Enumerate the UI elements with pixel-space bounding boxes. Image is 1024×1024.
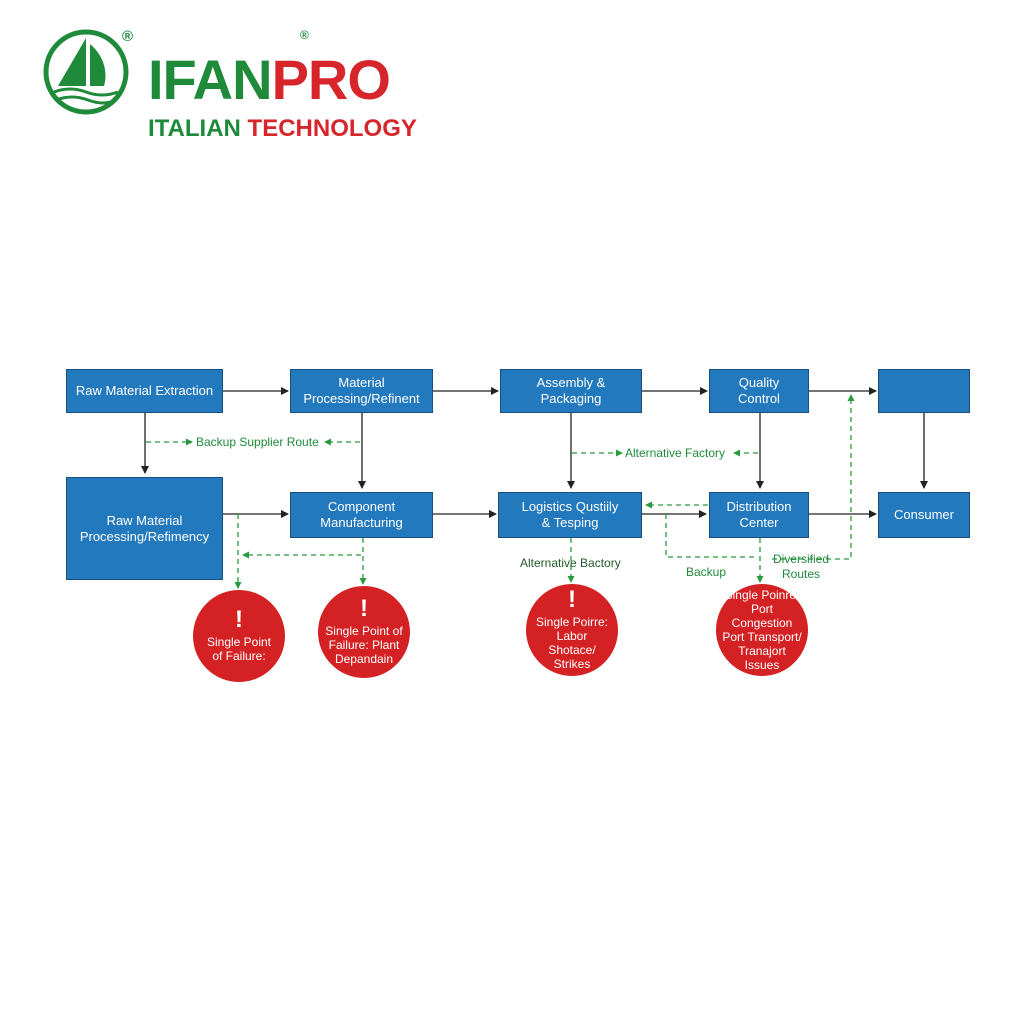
node-assembly-packaging: Assembly & Packaging <box>500 369 642 413</box>
brand-tagline: ITALIAN TECHNOLOGY <box>148 116 417 142</box>
label-backup-supplier-route: Backup Supplier Route <box>196 435 319 449</box>
company-logo: ® IFANPRO ® ITALIAN TECHNOLOGY <box>42 28 462 142</box>
node-raw-material-processing: Raw Material Processing/Refimency <box>66 477 223 580</box>
node-raw-material-extraction: Raw Material Extraction <box>66 369 223 413</box>
node-top-right-blank <box>878 369 970 413</box>
registered-mark-right: ® <box>300 28 309 42</box>
solid-flow-arrows <box>141 387 928 518</box>
label-alternative-factory: Alternative Factory <box>625 446 726 460</box>
risk-circle-3: ! Single Poirre: Labor Shotace/ Strikes <box>526 584 618 676</box>
node-material-processing: Material Processing/Refinent <box>290 369 433 413</box>
label-diversified-routes: Diversified Routes <box>773 552 830 581</box>
registered-mark-left: ® <box>122 28 134 45</box>
dashed-backup-routes <box>146 394 855 589</box>
risk-text: Single Point of Failure: Plant Depandain <box>325 624 403 666</box>
node-logistics-testing: Logistics Qustiily & Tesping <box>498 492 642 538</box>
tagline-part1: ITALIAN <box>148 115 241 142</box>
node-distribution-center: Distribution Center <box>709 492 809 538</box>
label-backup: Backup <box>686 565 727 579</box>
risk-circle-4: Single Poinre: Port Congestion Port Tran… <box>716 584 808 676</box>
risk-circle-1: ! Single Point of Failure: <box>193 590 285 682</box>
node-quality-control: Quality Control <box>709 369 809 413</box>
warning-icon: ! <box>360 595 368 622</box>
node-consumer: Consumer <box>878 492 970 538</box>
risk-text: Single Poirre: Labor Shotace/ Strikes <box>535 615 609 671</box>
warning-icon: ! <box>235 606 243 633</box>
label-alternative-bactory: Alternative Bactory <box>520 556 621 570</box>
logo-emblem-icon <box>43 29 129 115</box>
warning-icon: ! <box>568 586 576 613</box>
risk-circle-2: ! Single Point of Failure: Plant Depanda… <box>318 586 410 678</box>
risk-text: Single Poinre: Port Congestion Port Tran… <box>722 588 802 672</box>
brand-name-part2: PRO <box>271 48 391 111</box>
node-component-manufacturing: Component Manufacturing <box>290 492 433 538</box>
tagline-part2: TECHNOLOGY <box>247 115 417 142</box>
risk-text: Single Point of Failure: <box>206 635 272 663</box>
brand-name-part1: IFAN <box>148 48 273 111</box>
brand-name: IFANPRO <box>148 52 391 108</box>
